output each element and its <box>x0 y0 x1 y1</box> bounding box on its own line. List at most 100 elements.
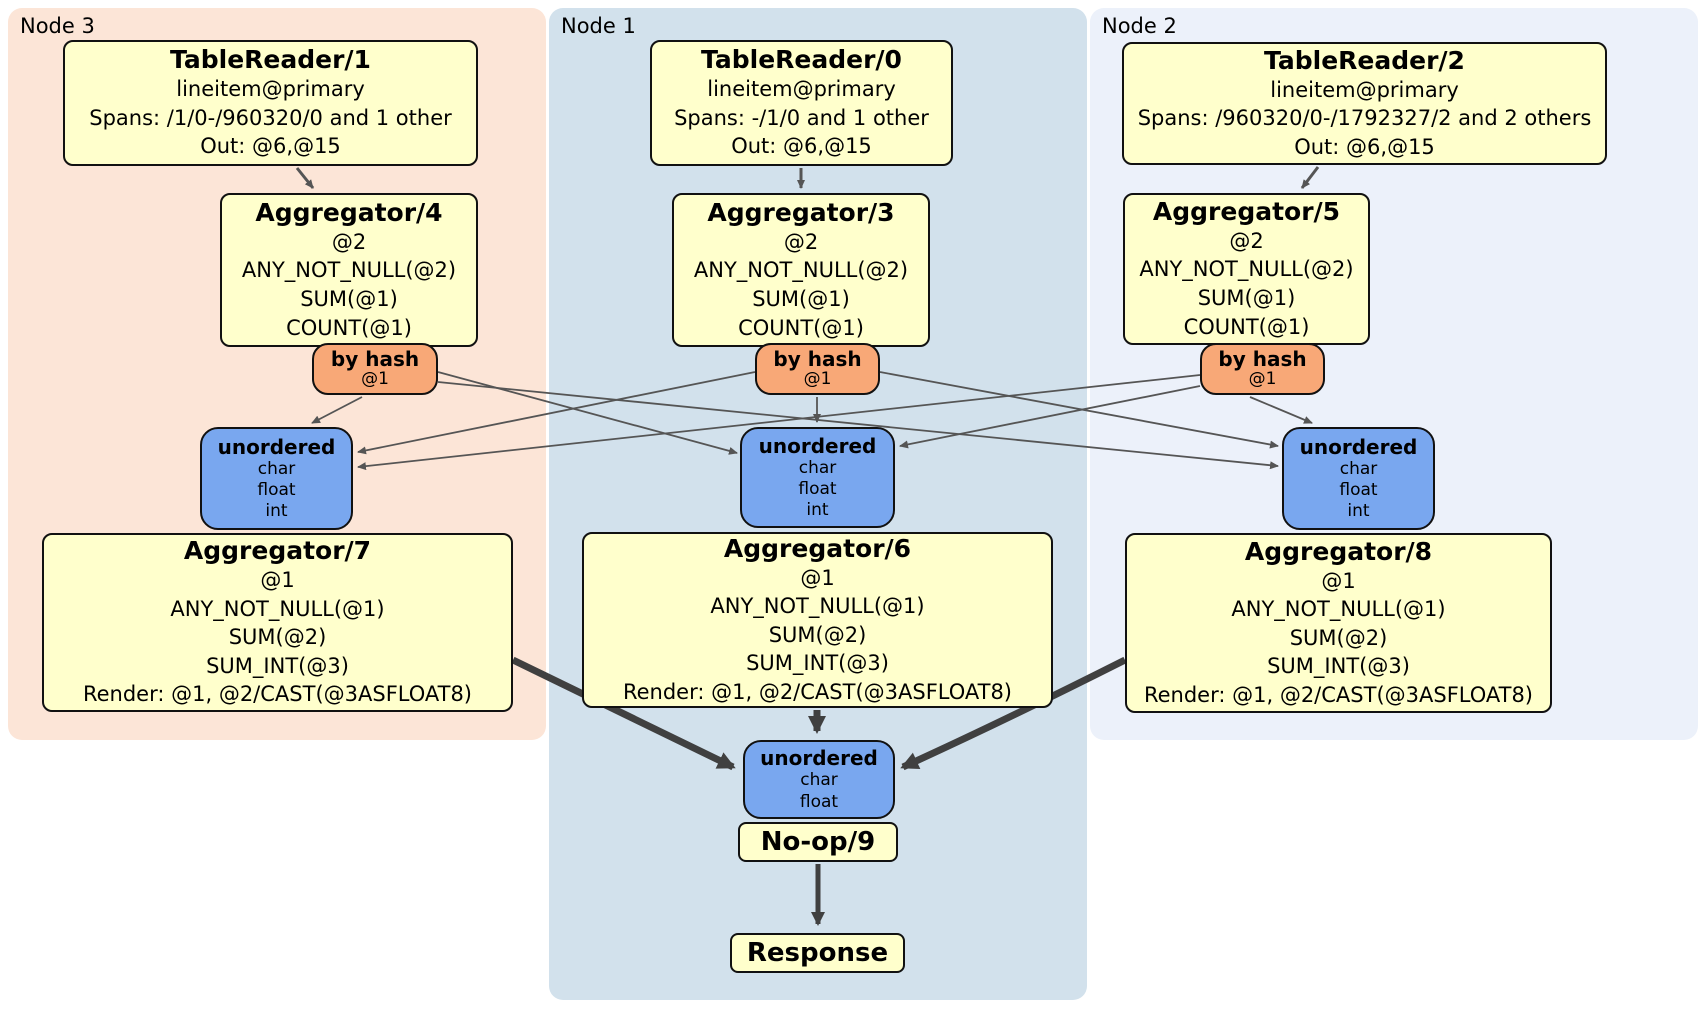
edge-tablereader2-aggregator5 <box>1300 166 1320 189</box>
tablereader2-title: TableReader/2 <box>1264 45 1465 75</box>
tablereader2-line: Spans: /960320/0-/1792327/2 and 2 others <box>1137 106 1592 131</box>
aggregator5-title: Aggregator/5 <box>1152 196 1341 226</box>
edge-aggregator8-syncfinal <box>900 656 1127 771</box>
aggregator5-box: Aggregator/5 @2 ANY_NOT_NULL(@2) SUM(@1)… <box>1123 193 1370 345</box>
aggregator4-line: ANY_NOT_NULL(@2) <box>241 258 457 283</box>
aggregator8-box: Aggregator/8 @1 ANY_NOT_NULL(@1) SUM(@2)… <box>1125 533 1552 713</box>
tablereader0-line: Spans: -/1/0 and 1 other <box>674 105 929 130</box>
aggregator8-line: SUM_INT(@3) <box>1267 654 1410 679</box>
unordered-right-sync: unordered char float int <box>1282 427 1435 530</box>
aggregator7-line: SUM_INT(@3) <box>206 653 349 678</box>
aggregator6-line: Render: @1, @2/CAST(@3ASFLOAT8) <box>622 679 1013 704</box>
unordered-left-title: unordered <box>217 434 336 459</box>
byhash-left-line: @1 <box>361 369 389 390</box>
unordered-right-line: int <box>1347 501 1370 522</box>
aggregator5-line: SUM(@1) <box>1197 286 1296 310</box>
byhash-center-line: @1 <box>803 369 832 390</box>
node3-label: Node 3 <box>20 14 95 38</box>
tablereader0-title: TableReader/0 <box>701 45 902 75</box>
aggregator5-line: ANY_NOT_NULL(@2) <box>1139 257 1354 282</box>
byhash-right-router: by hash @1 <box>1200 343 1325 395</box>
edge-hashC-syncR <box>879 371 1279 449</box>
aggregator6-line: @1 <box>800 565 835 590</box>
unordered-left-line: char <box>257 458 296 479</box>
aggregator3-line: COUNT(@1) <box>738 315 864 340</box>
unordered-center-sync: unordered char float int <box>740 427 895 528</box>
node2-label: Node 2 <box>1102 14 1177 38</box>
byhash-right-line: @1 <box>1248 369 1277 390</box>
node1-label: Node 1 <box>561 14 636 38</box>
unordered-left-sync: unordered char float int <box>200 427 353 530</box>
aggregator5-line: COUNT(@1) <box>1183 314 1310 339</box>
tablereader2-box: TableReader/2 lineitem@primary Spans: /9… <box>1122 42 1607 165</box>
aggregator4-line: @2 <box>331 229 367 254</box>
edge-hashR-syncR <box>1249 396 1313 424</box>
unordered-final-title: unordered <box>760 746 878 771</box>
aggregator7-line: Render: @1, @2/CAST(@3ASFLOAT8) <box>82 682 473 707</box>
aggregator3-box: Aggregator/3 @2 ANY_NOT_NULL(@2) SUM(@1)… <box>672 193 930 347</box>
unordered-final-line: char <box>800 770 838 791</box>
aggregator8-title: Aggregator/8 <box>1244 536 1433 566</box>
unordered-left-line: float <box>257 479 296 500</box>
edge-hashL-syncL <box>311 396 363 424</box>
response-box: Response <box>730 933 905 973</box>
tablereader1-line: lineitem@primary <box>176 77 365 102</box>
aggregator3-line: SUM(@1) <box>752 287 850 311</box>
tablereader1-title: TableReader/1 <box>170 45 371 75</box>
edge-tablereader1-aggregator4 <box>295 167 315 189</box>
aggregator6-box: Aggregator/6 @1 ANY_NOT_NULL(@1) SUM(@2)… <box>582 532 1053 708</box>
unordered-left-line: int <box>265 501 288 522</box>
edge-hashL-syncR <box>437 381 1279 470</box>
aggregator8-line: SUM(@2) <box>1289 625 1388 650</box>
aggregator4-box: Aggregator/4 @2 ANY_NOT_NULL(@2) SUM(@1)… <box>220 193 478 347</box>
aggregator7-line: @1 <box>260 568 295 593</box>
unordered-final-sync: unordered char float <box>743 740 895 819</box>
byhash-right-title: by hash <box>1218 347 1307 372</box>
aggregator6-line: SUM_INT(@3) <box>746 651 889 676</box>
tablereader1-box: TableReader/1 lineitem@primary Spans: /1… <box>63 40 478 166</box>
unordered-final-line: float <box>799 791 839 812</box>
edge-aggregator7-syncfinal <box>511 656 736 771</box>
aggregator7-box: Aggregator/7 @1 ANY_NOT_NULL(@1) SUM(@2)… <box>42 533 513 712</box>
tablereader0-line: lineitem@primary <box>707 77 896 102</box>
tablereader2-line: Out: @6,@15 <box>1294 134 1435 159</box>
unordered-center-line: int <box>806 500 829 521</box>
noop9-box: No-op/9 <box>738 822 898 862</box>
unordered-center-title: unordered <box>758 433 877 458</box>
tablereader0-box: TableReader/0 lineitem@primary Spans: -/… <box>650 40 953 166</box>
tablereader0-line: Out: @6,@15 <box>731 134 872 159</box>
aggregator8-line: Render: @1, @2/CAST(@3ASFLOAT8) <box>1143 682 1534 707</box>
aggregator8-line: @1 <box>1321 568 1356 593</box>
aggregator4-title: Aggregator/4 <box>255 197 443 227</box>
noop9-title: No-op/9 <box>760 827 876 857</box>
aggregator7-title: Aggregator/7 <box>183 536 372 566</box>
aggregator8-line: ANY_NOT_NULL(@1) <box>1231 597 1446 622</box>
byhash-center-title: by hash <box>773 347 862 372</box>
tablereader1-line: Out: @6,@15 <box>200 134 341 159</box>
aggregator6-line: ANY_NOT_NULL(@1) <box>710 594 925 619</box>
unordered-right-line: char <box>1339 458 1378 479</box>
aggregator6-title: Aggregator/6 <box>723 533 912 563</box>
aggregator7-line: ANY_NOT_NULL(@1) <box>170 596 385 621</box>
tablereader2-line: lineitem@primary <box>1270 77 1459 102</box>
edge-hashC-syncL <box>357 371 756 455</box>
unordered-right-title: unordered <box>1299 434 1418 459</box>
edge-hashR-syncC <box>899 385 1201 449</box>
unordered-center-line: char <box>798 457 837 478</box>
response-title: Response <box>746 938 889 968</box>
aggregator7-line: SUM(@2) <box>228 625 327 650</box>
unordered-right-line: float <box>1339 479 1378 500</box>
unordered-center-line: float <box>798 478 837 499</box>
edge-hashR-syncL <box>357 374 1201 471</box>
aggregator4-line: SUM(@1) <box>300 287 398 311</box>
byhash-left-router: by hash @1 <box>312 343 438 395</box>
aggregator5-line: @2 <box>1229 228 1264 253</box>
aggregator6-line: SUM(@2) <box>768 622 867 647</box>
tablereader1-line: Spans: /1/0-/960320/0 and 1 other <box>89 105 452 130</box>
aggregator3-line: @2 <box>783 229 819 254</box>
aggregator4-line: COUNT(@1) <box>286 315 412 340</box>
byhash-center-router: by hash @1 <box>755 343 880 395</box>
byhash-left-title: by hash <box>330 347 420 372</box>
edge-hashL-syncC <box>437 371 738 455</box>
